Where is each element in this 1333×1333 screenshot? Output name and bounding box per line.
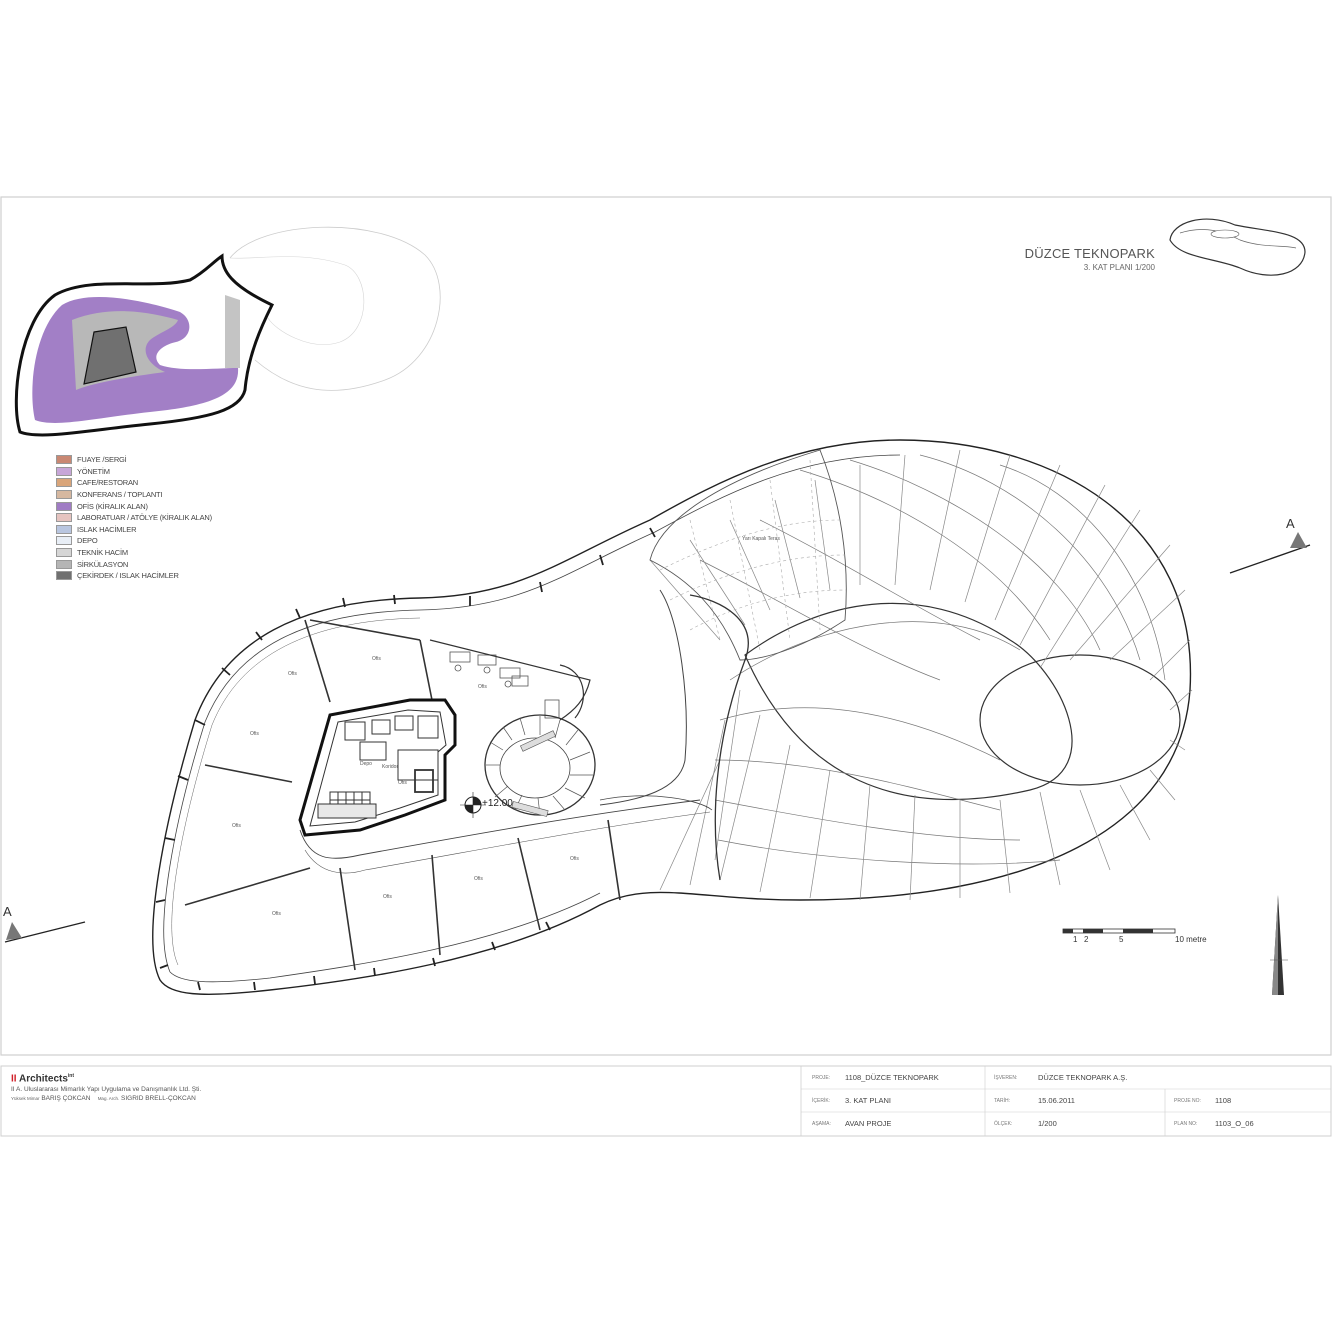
legend-swatch	[56, 455, 72, 465]
tarih-value: 15.06.2011	[1038, 1096, 1075, 1105]
office-partitions	[184, 619, 621, 971]
room-label: Ofis	[250, 731, 259, 737]
firm-info: II Architectsint II A. Uluslararası Mima…	[11, 1073, 201, 1102]
room-label: Ofis	[570, 856, 579, 862]
legend-swatch	[56, 571, 72, 581]
icerik-value: 3. KAT PLANI	[845, 1096, 891, 1105]
olcek-value: 1/200	[1038, 1119, 1057, 1128]
legend-swatch	[56, 466, 72, 476]
proje-no-label: PROJE NO:	[1174, 1098, 1201, 1104]
section-label-right: A	[1286, 516, 1295, 531]
room-label: Ofis	[272, 911, 281, 917]
room-label: Ofis	[383, 894, 392, 900]
tarih-label: TARİH:	[994, 1098, 1011, 1104]
floor-plan: +12.00 Ofis Ofis Ofis Ofis Ofis Ofis Ofi…	[152, 439, 1193, 996]
location-thumbnail	[1169, 218, 1306, 276]
section-marker-right: A	[1229, 516, 1311, 574]
room-label: Ofis	[474, 876, 483, 882]
legend-item: LABORATUAR / ATÖLYE (KİRALIK ALAN)	[56, 512, 212, 524]
scale-tick: 2	[1084, 935, 1089, 944]
isveren-value: DÜZCE TEKNOPARK A.Ş.	[1038, 1073, 1128, 1082]
scale-bar: 1 2 5 10 metre	[1062, 928, 1207, 944]
north-arrow-icon	[1270, 895, 1288, 995]
proje-no-value: 1108	[1215, 1096, 1232, 1105]
scale-tick: 1	[1073, 935, 1078, 944]
elevation-label: +12.00	[482, 798, 513, 809]
legend-item: TEKNİK HACİM	[56, 547, 212, 559]
section-marker-left: A	[3, 904, 86, 943]
icerik-label: İÇERİK:	[812, 1098, 831, 1104]
legend-swatch	[56, 501, 72, 511]
room-label: Ofis	[288, 671, 297, 677]
key-plan-core	[83, 326, 137, 385]
legend-swatch	[56, 513, 72, 523]
scale-tick: 10 metre	[1175, 935, 1207, 944]
room-label: Koridor	[382, 764, 398, 770]
building-outline	[152, 439, 1192, 996]
legend-item: CAFE/RESTORAN	[56, 477, 212, 489]
room-labels: Ofis Ofis Ofis Ofis Ofis Ofis Ofis Ofis …	[232, 536, 780, 917]
legend-swatch	[56, 536, 72, 546]
firm-full-name: II A. Uluslararası Mimarlık Yapı Uygulam…	[11, 1086, 202, 1094]
key-plan	[14, 226, 441, 437]
terrace-area	[649, 449, 847, 661]
drawing-title: DÜZCE TEKNOPARK 3. KAT PLANI 1/200	[1025, 246, 1155, 272]
furniture	[429, 639, 591, 721]
asama-label: AŞAMA:	[812, 1121, 831, 1127]
spiral-stair	[484, 714, 596, 817]
room-label: Depo	[360, 761, 372, 767]
core-block	[298, 698, 457, 837]
legend-item: ÇEKİRDEK / ISLAK HACİMLER	[56, 570, 212, 582]
elevation-marker: +12.00	[460, 792, 513, 818]
legend-swatch	[56, 548, 72, 558]
legend-item: FUAYE /SERGİ	[56, 454, 212, 466]
room-label: Ofis	[232, 823, 241, 829]
sheet-border	[0, 196, 1332, 1056]
legend-item: SİRKÜLASYON	[56, 558, 212, 570]
legend-swatch	[56, 559, 72, 569]
asama-value: AVAN PROJE	[845, 1119, 892, 1128]
proje-value: 1108_DÜZCE TEKNOPARK	[845, 1073, 939, 1082]
isveren-label: İŞVEREN:	[994, 1075, 1018, 1081]
plan-no-label: PLAN NO:	[1174, 1121, 1198, 1127]
roof-grid	[649, 449, 1193, 901]
room-label: Ofis	[398, 780, 407, 786]
olcek-label: ÖLÇEK:	[994, 1121, 1013, 1127]
legend-item: DEPO	[56, 535, 212, 547]
sheet-subtitle: 3. KAT PLANI 1/200	[1083, 263, 1155, 272]
legend-item: ISLAK HACİMLER	[56, 524, 212, 536]
firm-people: Yüksek Mimar BARIŞ ÇOKCAN Mag. Arch. SIG…	[11, 1095, 196, 1103]
proje-label: PROJE:	[812, 1075, 831, 1081]
legend-swatch	[56, 478, 72, 488]
section-label-left: A	[3, 904, 12, 919]
legend-swatch	[56, 524, 72, 534]
title-block-border	[0, 1065, 1332, 1137]
legend-swatch	[56, 490, 72, 500]
legend-item: YÖNETİM	[56, 466, 212, 478]
room-label: Ofis	[478, 684, 487, 690]
project-title: DÜZCE TEKNOPARK	[1024, 246, 1155, 261]
plan-no-value: 1103_O_06	[1215, 1119, 1254, 1128]
legend: FUAYE /SERGİ YÖNETİM CAFE/RESTORAN KONFE…	[56, 454, 212, 582]
scale-tick: 5	[1119, 935, 1124, 944]
legend-item: KONFERANS / TOPLANTI	[56, 489, 212, 501]
firm-logo: II Architectsint	[11, 1073, 74, 1085]
room-label: Ofis	[372, 656, 381, 662]
room-label: Yarı Kapalı Teras	[742, 536, 780, 542]
legend-item: OFİS (KİRALIK ALAN)	[56, 500, 212, 512]
